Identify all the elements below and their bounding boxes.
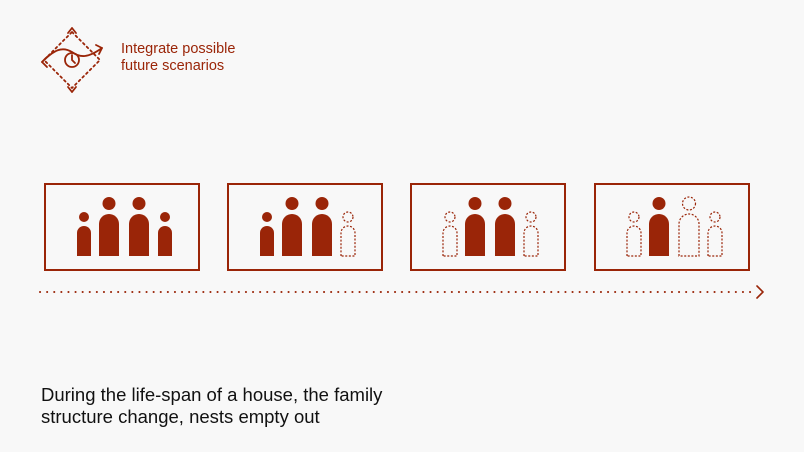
stage-frame-1 [44,183,200,271]
person-large [465,197,485,256]
stage-frame-2 [227,183,383,271]
person-large [99,197,119,256]
person-small [158,212,172,256]
timeline-arrow [39,285,764,299]
header-title-line2: future scenarios [121,58,225,74]
header-title-line1: Integrate possible [121,41,236,57]
person-large [312,197,332,256]
caption-line2: structure change, nests empty out [41,406,320,427]
stage-frame-4 [594,183,750,271]
person-small [77,212,91,256]
stage-frame-3 [410,183,566,271]
arrow-right-icon [756,285,764,299]
header-title: Integrate possible future scenarios [121,41,321,75]
caption: During the life-span of a house, the fam… [41,384,561,428]
absent-person-small [442,211,458,257]
person-large [649,197,669,256]
absent-person-large [678,196,700,257]
person-large [129,197,149,256]
absent-person-small [626,211,642,257]
absent-person-small [707,211,723,257]
person-large [495,197,515,256]
person-large [282,197,302,256]
absent-person-small [523,211,539,257]
caption-line1: During the life-span of a house, the fam… [41,384,383,405]
absent-person-small [340,211,356,257]
person-small [260,212,274,256]
scenarios-arrows-icon [41,27,103,93]
